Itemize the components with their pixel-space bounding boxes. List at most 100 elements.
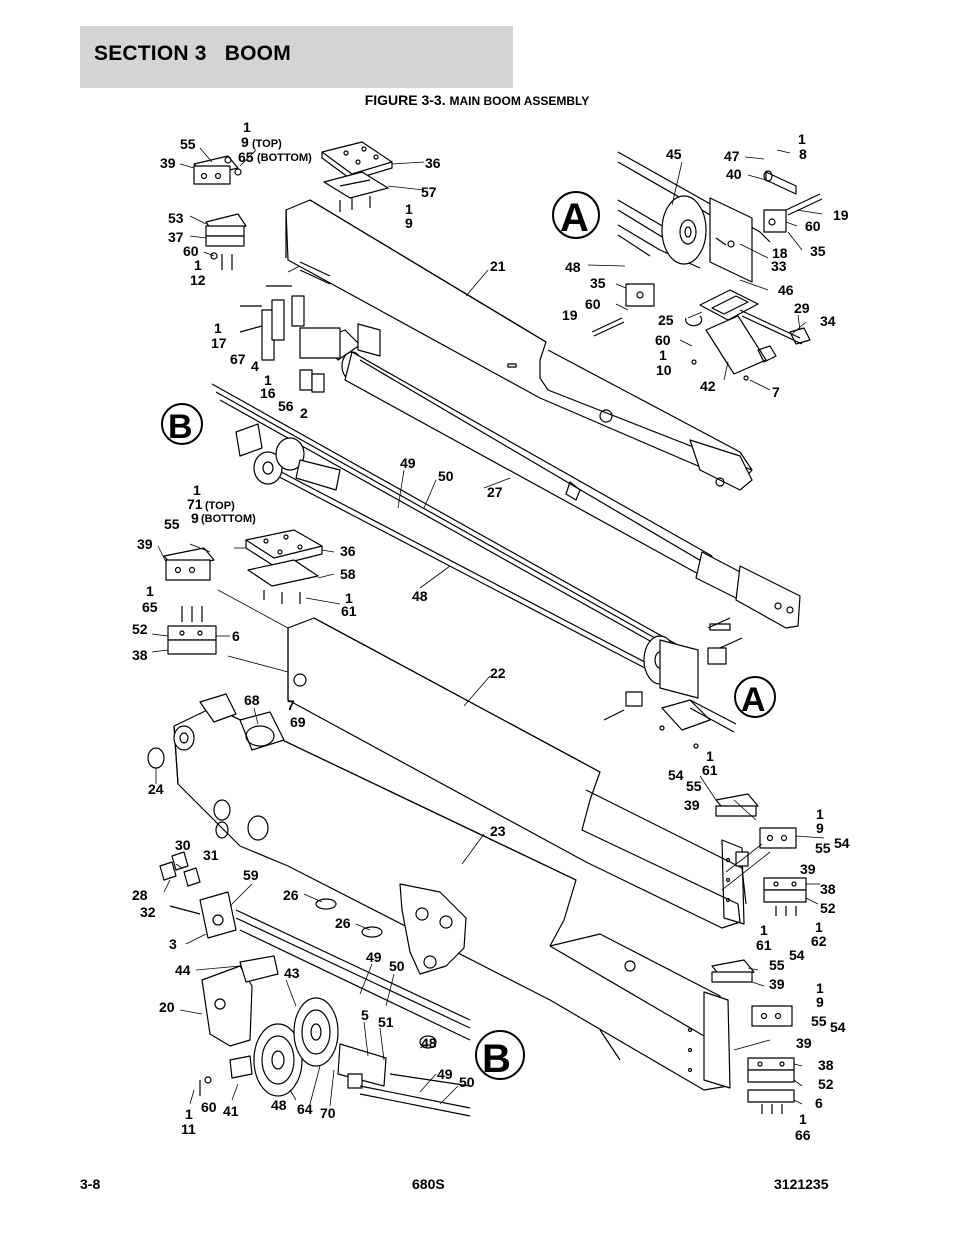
callout: 38: [818, 1057, 834, 1073]
callout-tag: (BOTTOM): [257, 152, 312, 164]
callout: 55: [686, 778, 702, 794]
detail-a-letter-2: A: [741, 681, 766, 719]
callout: 1: [405, 201, 413, 217]
callout: 55: [815, 840, 831, 856]
callout: 18: [772, 245, 788, 261]
callout: 41: [223, 1103, 239, 1119]
callout: 12: [190, 272, 206, 288]
detail-b-marker: [161, 403, 203, 445]
callout: 1: [243, 119, 251, 135]
callout: 11: [181, 1121, 196, 1137]
callout: 45: [666, 146, 682, 162]
callout-numbers: 45 47 1 8 40 19 60 35 18 33 48 46 35 60 …: [132, 119, 850, 1143]
callout: 7: [287, 697, 295, 713]
callout: 8: [799, 146, 807, 162]
callout: 5: [361, 1007, 369, 1023]
callout: 9: [816, 820, 824, 836]
detail-a-assembly: [591, 151, 823, 381]
callout: 60: [183, 243, 199, 259]
callout: 6: [232, 628, 240, 644]
document-number: 3121235: [774, 1176, 829, 1192]
callout: 26: [335, 915, 351, 931]
callout: 69: [290, 714, 306, 730]
right-wear-pad-stacks: [711, 793, 807, 1114]
callout: 60: [805, 218, 821, 234]
callout: 1: [799, 1111, 807, 1127]
callout: 50: [459, 1074, 475, 1090]
callout: 1: [798, 131, 806, 147]
callout: 58: [340, 566, 356, 582]
callout: 39: [800, 861, 816, 877]
callout: 9: [241, 134, 249, 150]
callout: 65: [238, 149, 254, 165]
callout-tag: (BOTTOM): [201, 513, 256, 525]
section-22-wear-pads: [163, 529, 323, 655]
callout: 37: [168, 229, 184, 245]
callout: 48: [565, 259, 581, 275]
callout: 55: [769, 957, 785, 973]
figure-name: MAIN BOOM ASSEMBLY: [449, 94, 590, 108]
callout: 57: [421, 184, 437, 200]
callout: 68: [244, 692, 260, 708]
callout: 55: [164, 516, 180, 532]
callout: 9: [191, 510, 199, 526]
callout: 49: [400, 455, 416, 471]
callout: 43: [284, 965, 300, 981]
callout: 54: [789, 947, 805, 963]
callout: 40: [726, 166, 742, 182]
detail-a-mini: [603, 617, 743, 749]
callout: 48: [412, 588, 428, 604]
callout: 39: [137, 536, 153, 552]
detail-a-marker: [552, 191, 600, 239]
callout: 1: [264, 372, 272, 388]
callout: 1: [816, 806, 824, 822]
figure-title: FIGURE 3-3. MAIN BOOM ASSEMBLY: [0, 92, 954, 108]
callout: 36: [425, 155, 441, 171]
callout: 52: [820, 900, 836, 916]
section-title: SECTION 3 BOOM: [94, 42, 291, 65]
callout: 67: [230, 351, 246, 367]
callout: 19: [562, 307, 578, 323]
callout: 2: [300, 405, 308, 421]
detail-b-marker-2: [475, 1030, 525, 1080]
callout: 51: [378, 1014, 394, 1030]
extend-retract-cables: [211, 383, 699, 699]
callout: 39: [796, 1035, 812, 1051]
callout: 19: [833, 207, 849, 223]
callout-tag: (TOP): [205, 500, 235, 512]
callout: 30: [175, 837, 191, 853]
section-header-bar: SECTION 3 BOOM: [80, 26, 513, 88]
callout: 60: [201, 1099, 217, 1115]
callout: 42: [700, 378, 716, 394]
callout: 50: [438, 468, 454, 484]
callout-tag: (TOP): [252, 138, 282, 150]
callout: 66: [795, 1127, 811, 1143]
callout: 52: [132, 621, 148, 637]
callout: 59: [243, 867, 259, 883]
lift-cylinder-27: [299, 323, 801, 629]
detail-b-letter-2: B: [482, 1037, 511, 1081]
callout: 50: [389, 958, 405, 974]
callout: 28: [132, 887, 148, 903]
callout: 29: [794, 300, 810, 316]
callout: 22: [490, 665, 506, 681]
callout: 1: [659, 347, 667, 363]
callout: 55: [811, 1013, 827, 1029]
callout: 1: [815, 919, 823, 935]
callout: 4: [251, 358, 259, 374]
callout: 39: [769, 976, 785, 992]
callout: 39: [684, 797, 700, 813]
callout: 64: [297, 1101, 313, 1117]
callout: 1: [194, 257, 202, 273]
callout: 70: [320, 1105, 336, 1121]
callout: 38: [820, 881, 836, 897]
callout: 35: [590, 275, 606, 291]
callout: 60: [655, 332, 671, 348]
callout: 55: [180, 136, 196, 152]
callout: 38: [132, 647, 148, 663]
callout: 49: [437, 1066, 453, 1082]
callout: 36: [340, 543, 356, 559]
callout: 53: [168, 210, 184, 226]
model-number: 680S: [412, 1176, 445, 1192]
cylinder-pin-brackets: [239, 285, 325, 393]
